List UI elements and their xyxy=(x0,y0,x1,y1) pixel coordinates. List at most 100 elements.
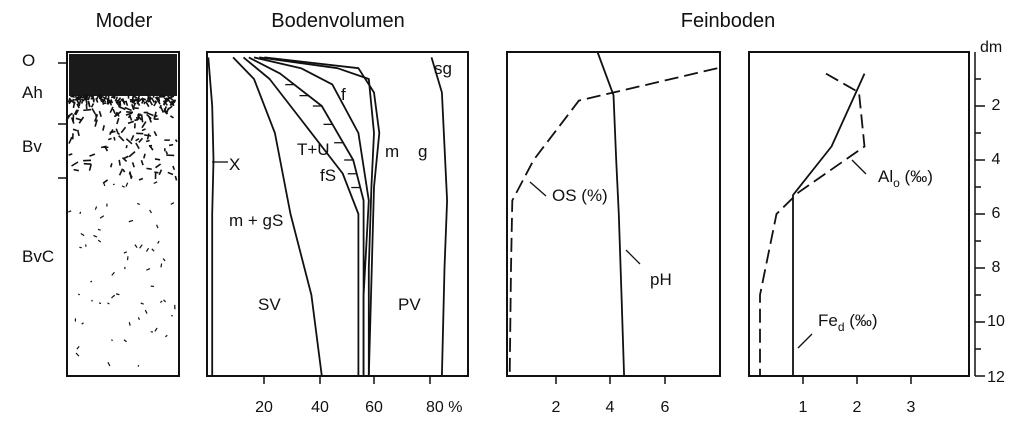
soil-mark xyxy=(128,219,134,223)
depth-tick-2: 2 xyxy=(992,97,1001,114)
bv-tick-60: 60 xyxy=(365,399,383,416)
depth-tick-12: 12 xyxy=(987,369,1005,386)
soil-mark xyxy=(125,101,129,106)
series-line-ph xyxy=(596,51,625,377)
soil-mark xyxy=(136,99,140,104)
soil-mark xyxy=(94,206,98,210)
t-u-hatch-marks xyxy=(285,83,361,189)
series-line-x xyxy=(207,57,215,376)
label-fs: fS xyxy=(320,166,336,185)
soil-mark xyxy=(120,126,127,134)
soil-mark xyxy=(171,314,174,317)
soil-mark xyxy=(123,339,127,343)
series-line-alo xyxy=(759,72,866,376)
label-m: m xyxy=(385,142,399,161)
soil-mark xyxy=(126,111,134,114)
soil-mark xyxy=(125,182,129,187)
soil-mark xyxy=(102,179,109,184)
soil-mark xyxy=(147,94,150,97)
soil-mark xyxy=(153,111,157,120)
soil-mark xyxy=(109,106,114,114)
soil-mark xyxy=(83,108,92,112)
label-m-gs: m + gS xyxy=(229,211,283,230)
soil-mark xyxy=(141,121,147,129)
label-sg: sg xyxy=(434,59,452,78)
soil-mark xyxy=(76,103,80,109)
soil-mark xyxy=(155,97,160,103)
series-line-sg xyxy=(430,57,448,377)
soil-mark xyxy=(146,247,150,252)
soil-mark xyxy=(167,105,173,110)
soil-mark xyxy=(108,99,113,106)
soil-mark xyxy=(145,139,150,143)
soil-mark xyxy=(115,293,120,296)
soil-mark xyxy=(135,142,140,150)
horizon-label-bv: Bv xyxy=(22,137,42,156)
soil-mark xyxy=(87,100,91,107)
bodenvolumen-title: Bodenvolumen xyxy=(271,10,404,32)
soil-mark xyxy=(131,162,135,168)
soil-mark xyxy=(146,167,152,170)
label-sv: SV xyxy=(258,295,281,314)
soil-mark xyxy=(163,299,167,303)
soil-mark xyxy=(112,108,116,115)
ph-tick-6: 6 xyxy=(661,399,670,416)
soil-mark xyxy=(163,106,167,113)
soil-mark xyxy=(148,99,154,106)
soil-mark xyxy=(164,334,168,338)
series-line-os xyxy=(508,67,718,377)
soil-mark xyxy=(124,106,132,112)
label-g: g xyxy=(418,142,427,161)
soil-mark xyxy=(137,202,140,206)
soil-mark xyxy=(147,115,152,123)
series-line-f xyxy=(253,56,370,376)
soil-mark xyxy=(93,234,98,238)
soil-mark xyxy=(115,128,119,133)
soil-mark xyxy=(95,95,99,101)
soil-mark xyxy=(104,147,109,152)
soil-mark xyxy=(162,100,166,103)
soil-mark xyxy=(153,131,158,137)
soil-mark xyxy=(121,98,126,105)
organic-layer-fill xyxy=(69,54,177,96)
soil-mark xyxy=(75,352,80,357)
soil-mark xyxy=(165,150,169,155)
label-fe: Fed (‰) xyxy=(818,311,878,334)
bodenvolumen-frame xyxy=(206,51,469,377)
soil-mark xyxy=(146,133,150,140)
soil-mark xyxy=(135,137,140,142)
feinboden-title: Feinboden xyxy=(681,10,776,32)
soil-mark xyxy=(128,151,136,158)
series-line-m-gs xyxy=(232,56,323,377)
soil-mark xyxy=(68,136,73,144)
soil-mark xyxy=(91,108,96,115)
fe-al-frame xyxy=(748,51,970,377)
soil-mark xyxy=(127,120,135,125)
soil-mark xyxy=(102,125,105,131)
soil-mark xyxy=(79,211,82,215)
soil-mark xyxy=(87,94,92,100)
soil-mark xyxy=(167,171,174,176)
soil-mark xyxy=(78,96,81,101)
ph-os-frame xyxy=(506,51,721,377)
soil-mark xyxy=(65,113,72,122)
soil-mark xyxy=(113,136,116,141)
soil-mark xyxy=(171,99,175,106)
soil-mark xyxy=(99,98,103,103)
soil-mark xyxy=(121,185,125,188)
soil-mark xyxy=(94,119,98,127)
soil-mark xyxy=(116,112,120,117)
soil-mark xyxy=(168,143,174,147)
label-f: f xyxy=(341,85,346,104)
label-x: X xyxy=(229,155,240,174)
soil-mark xyxy=(103,182,106,187)
soil-mark xyxy=(132,102,137,109)
soil-mark xyxy=(93,114,99,122)
soil-mark xyxy=(137,364,140,367)
soil-mark xyxy=(76,129,80,137)
fe-tick-2: 2 xyxy=(853,399,862,416)
soil-mark xyxy=(76,346,80,350)
fe-tick-3: 3 xyxy=(907,399,916,416)
soil-mark xyxy=(144,309,148,314)
moder-profile-panel: O Ah Bv BvC xyxy=(22,51,180,377)
